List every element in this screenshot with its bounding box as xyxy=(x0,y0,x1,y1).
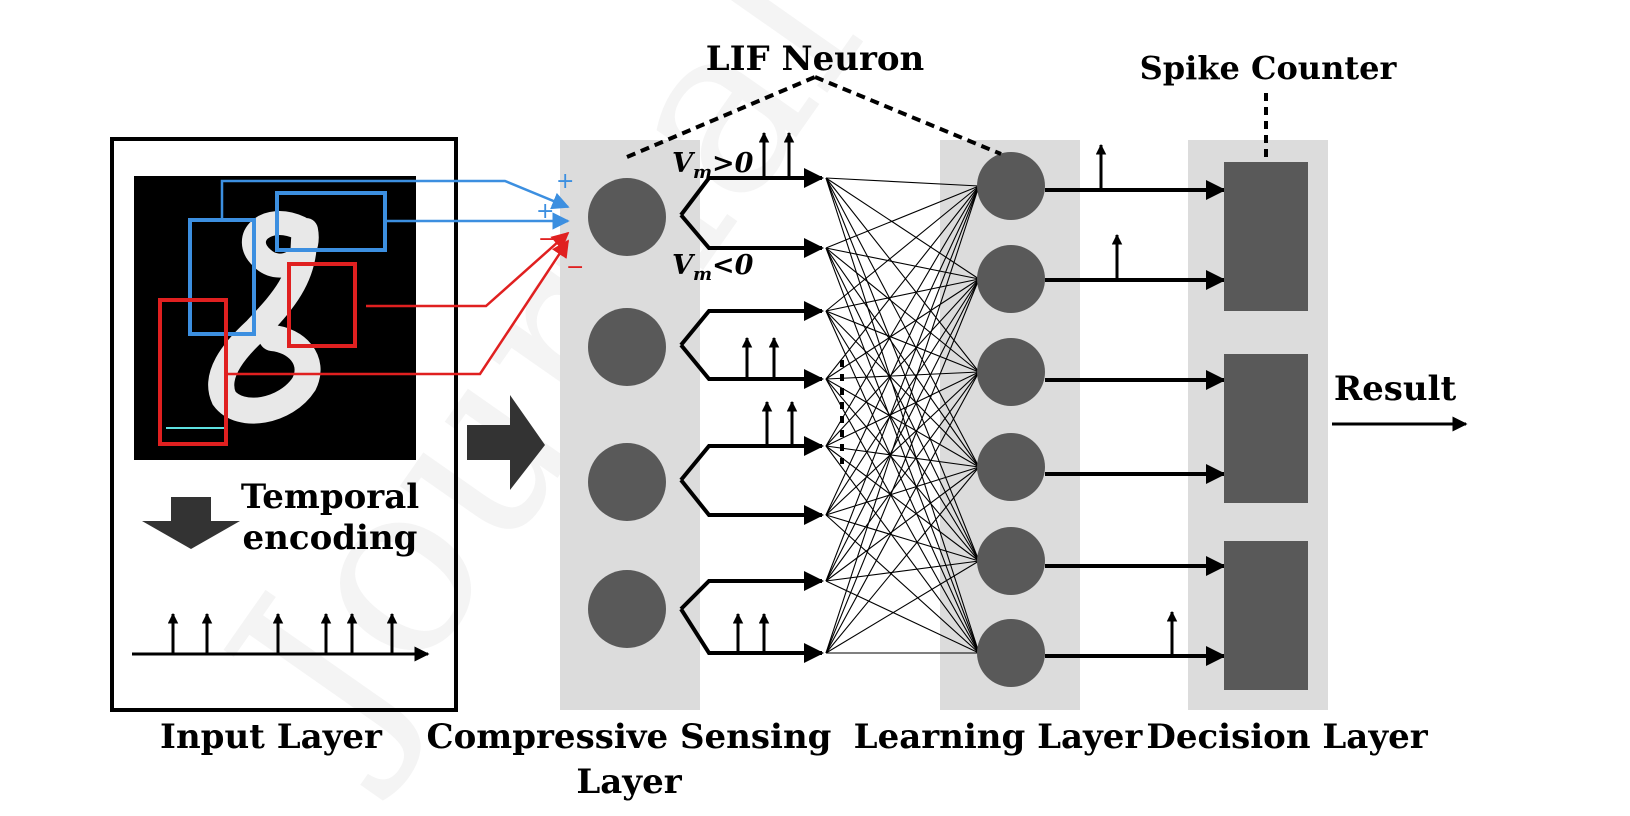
temporal-label-line1: Temporal xyxy=(241,477,419,517)
connection-line xyxy=(825,278,980,447)
connection-line xyxy=(825,185,980,516)
learning-outputs xyxy=(1045,180,1226,666)
connection-line xyxy=(825,371,980,582)
red-connection-1 xyxy=(366,231,570,308)
connection-line xyxy=(825,247,980,468)
connection-line xyxy=(825,445,980,468)
connection-line xyxy=(825,185,980,249)
connection-line xyxy=(825,371,980,654)
vm-positive-label: Vm>0 xyxy=(672,148,754,183)
cs-fork-outputs xyxy=(679,168,824,663)
connection-line xyxy=(825,177,980,373)
input-spike-train xyxy=(167,612,398,654)
lif-neuron-label: LIF Neuron xyxy=(706,39,925,79)
connection-line xyxy=(825,378,980,468)
connection-line xyxy=(825,247,980,280)
connection-line xyxy=(825,185,980,447)
connection-line xyxy=(825,371,980,447)
connection-line xyxy=(825,445,980,562)
connection-line xyxy=(825,278,980,312)
connection-line xyxy=(825,466,980,582)
plus-sign-2: + xyxy=(536,199,554,224)
connection-line xyxy=(825,247,980,654)
connection-line xyxy=(825,177,980,654)
connection-line xyxy=(825,560,980,582)
cs-layer-label-line2: Layer xyxy=(576,762,682,802)
decision-layer-label: Decision Layer xyxy=(1146,717,1428,757)
plus-sign-1: + xyxy=(556,169,574,194)
connection-line xyxy=(825,278,980,582)
connection-line xyxy=(825,247,980,373)
connection-line xyxy=(825,310,980,562)
learning-spikes xyxy=(1095,143,1178,656)
cs-neurons xyxy=(588,178,666,648)
connection-line xyxy=(825,466,980,516)
connection-line xyxy=(825,378,980,562)
lif-callout-lines xyxy=(626,75,1002,159)
connection-line xyxy=(825,278,980,516)
connection-line xyxy=(825,185,980,582)
connection-line xyxy=(825,278,980,380)
connection-line xyxy=(825,445,980,654)
red-connection-2 xyxy=(226,239,570,376)
connection-line xyxy=(825,580,980,654)
connection-line xyxy=(825,310,980,373)
connection-line xyxy=(825,371,980,380)
minus-sign-1: − xyxy=(538,227,556,252)
spike-counters xyxy=(1224,162,1308,690)
cs-spikes xyxy=(732,131,798,653)
connection-line xyxy=(825,378,980,654)
connection-line xyxy=(825,514,980,562)
connection-line xyxy=(825,185,980,312)
minus-sign-2: − xyxy=(566,255,584,280)
connection-line xyxy=(825,278,980,654)
red-receptive-box-2 xyxy=(158,298,228,446)
connection-line xyxy=(825,185,980,380)
red-receptive-box-1 xyxy=(287,262,357,348)
temporal-label-line2: encoding xyxy=(243,518,418,558)
connection-line xyxy=(825,185,980,654)
connection-line xyxy=(825,514,980,654)
connection-line xyxy=(825,177,980,187)
input-layer-frame xyxy=(110,137,458,712)
right-arrow-icon xyxy=(467,395,545,490)
full-connection-lines xyxy=(825,177,980,654)
cs-layer-label-line1: Compressive Sensing xyxy=(427,717,832,757)
down-arrow-icon xyxy=(142,497,240,549)
connection-line xyxy=(825,466,980,654)
connection-line xyxy=(825,560,980,654)
spike-counter-label: Spike Counter xyxy=(1140,49,1398,87)
learning-neurons xyxy=(977,152,1045,687)
connection-line xyxy=(825,310,980,468)
connection-line xyxy=(825,371,980,516)
connection-line xyxy=(825,310,980,654)
learning-layer-label: Learning Layer xyxy=(854,717,1144,757)
blue-connection-1 xyxy=(220,179,570,220)
input-layer-label: Input Layer xyxy=(160,717,383,757)
result-label: Result xyxy=(1334,369,1457,409)
connection-line xyxy=(825,247,980,562)
vm-negative-label: Vm<0 xyxy=(672,250,754,285)
